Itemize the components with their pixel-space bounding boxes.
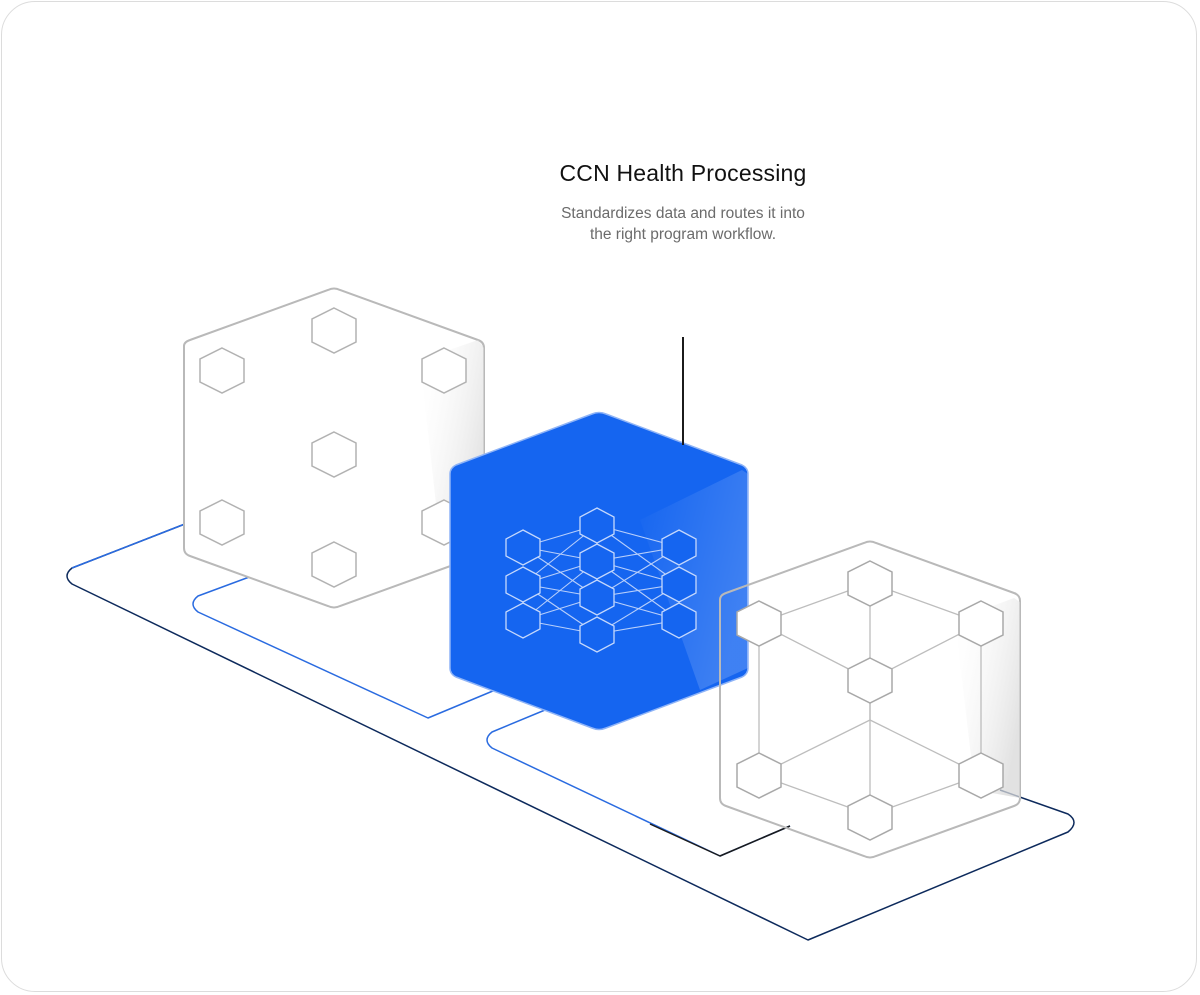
callout-title: CCN Health Processing [559, 160, 807, 186]
neural-network-icon [505, 507, 697, 653]
callout-connector-line [682, 337, 684, 445]
route-mid-blue [192, 575, 501, 719]
center-cube [449, 411, 749, 731]
route-outer-navy [66, 521, 1075, 941]
left-cube [183, 287, 485, 609]
route-lines [66, 521, 1075, 941]
hexagon-nodes-icon [199, 307, 467, 588]
route-inner-blue [486, 709, 791, 857]
wireframe-cube-icon [736, 560, 1004, 841]
callout-description: Standardizes data and routes it into the… [561, 205, 805, 243]
route-outer-blue [71, 521, 191, 569]
processing-callout: CCN Health Processing Standardizes data … [553, 158, 813, 245]
right-cube [719, 540, 1021, 859]
route-inner-navy [649, 823, 791, 857]
